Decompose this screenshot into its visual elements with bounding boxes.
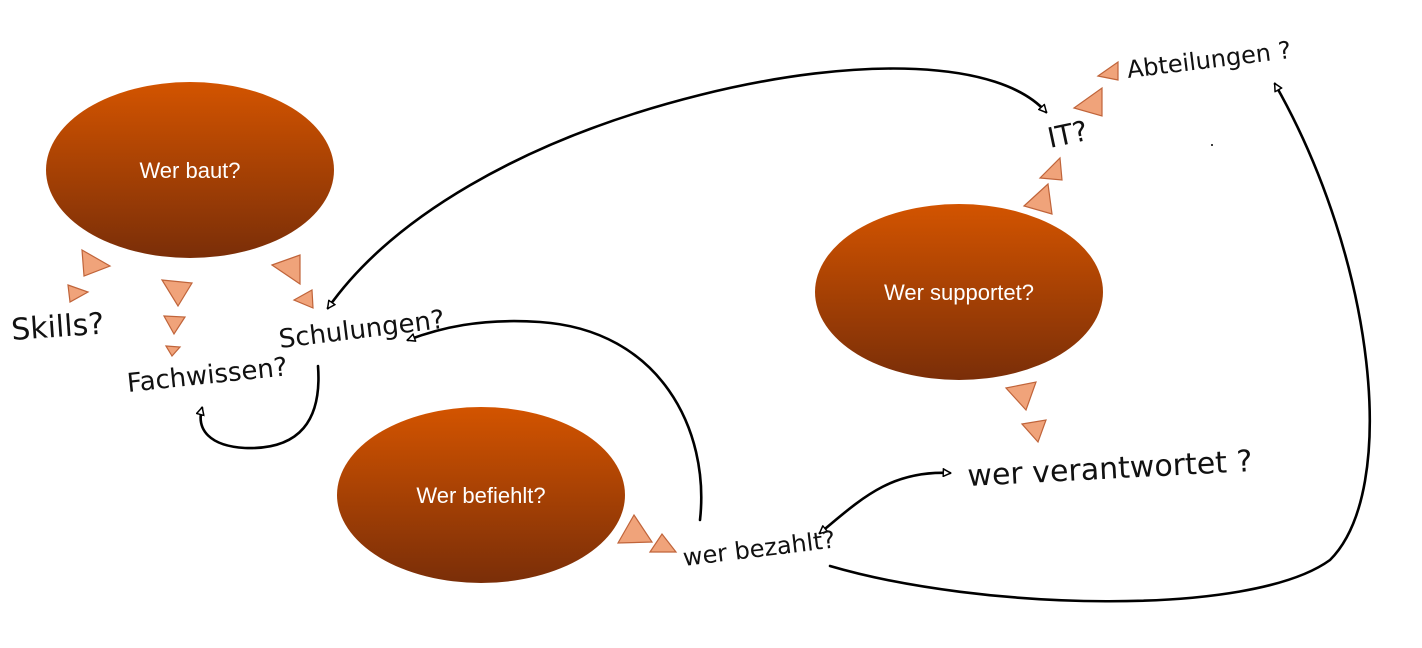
triangle-marker [164, 345, 182, 358]
triangle-marker [1020, 419, 1047, 444]
label-skills: Skills? [10, 307, 105, 348]
node-label-wer-befiehlt: Wer befiehlt? [416, 483, 545, 508]
triangle-marker [162, 315, 187, 336]
node-ellipse [46, 82, 334, 258]
label-abteilungen: Abteilungen ? [1125, 36, 1292, 84]
node-label-wer-baut: Wer baut? [139, 158, 240, 183]
stray-dot [1211, 144, 1213, 146]
triangle-marker [81, 248, 112, 277]
node-wer-baut: Wer baut? [46, 82, 334, 258]
arrow-schulungen-to-it [328, 67, 1046, 308]
label-wer-bezahlt: wer bezahlt? [681, 525, 837, 571]
triangle-marker [1004, 381, 1037, 412]
label-schulungen: Schulungen? [277, 305, 446, 355]
label-fachwissen: Fachwissen? [126, 352, 289, 399]
triangle-marker [67, 284, 90, 303]
triangle-marker [616, 513, 654, 544]
triangle-markers [67, 60, 1119, 553]
node-wer-befiehlt: Wer befiehlt? [337, 407, 625, 583]
arrow-bezahlt-to-abteilungen [828, 84, 1372, 603]
label-it: IT? [1045, 114, 1091, 155]
triangle-marker [160, 279, 194, 308]
triangle-marker [1096, 60, 1119, 81]
node-ellipse [337, 407, 625, 583]
arrow-wer-bezahlt-to-schulungen [408, 319, 703, 522]
triangle-marker [1072, 86, 1103, 117]
label-wer-verantwortet: wer verantwortet ? [967, 444, 1254, 494]
arrow-schulungen-to-fachwissen [201, 364, 320, 450]
node-wer-supportet: Wer supportet? [815, 204, 1103, 380]
arrow-bezahlt-verantwortet [820, 473, 950, 533]
triangle-marker [1022, 182, 1053, 215]
connectors [201, 67, 1372, 603]
triangle-marker [292, 289, 314, 309]
triangle-marker [1038, 156, 1063, 181]
triangle-marker [648, 532, 678, 553]
triangle-marker [270, 254, 301, 286]
node-ellipse [815, 204, 1103, 380]
node-label-wer-supportet: Wer supportet? [884, 280, 1034, 305]
